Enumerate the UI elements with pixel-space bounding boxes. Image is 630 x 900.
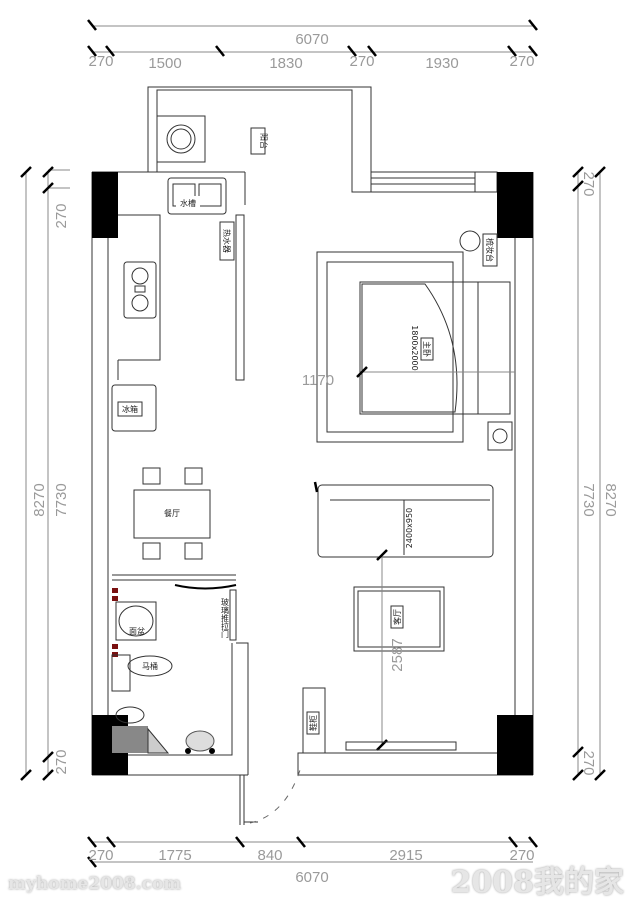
sink: 水槽	[167, 177, 227, 215]
dim-top-seg: 270	[88, 53, 113, 70]
dim-bottom-seg: 270	[88, 847, 113, 864]
bed-size: 1800x2000	[410, 325, 419, 370]
basin-label: 面盆	[129, 626, 145, 636]
dim-left-total: 8270	[31, 483, 48, 516]
svg-text:热水器: 热水器	[222, 229, 232, 253]
dim-bottom-seg: 2915	[389, 847, 422, 864]
master-bedroom: 1800x2000 主卧 梳妆台 1170	[302, 230, 515, 451]
bottom-dimensions: 270 1775 840 2915 270 6070	[87, 836, 538, 886]
dim-right-inner: 7730	[580, 483, 597, 516]
dim-top-seg: 270	[509, 53, 534, 70]
svg-text:冰箱: 冰箱	[122, 404, 138, 414]
toilet-label: 马桶	[142, 661, 158, 671]
dim-top-seg: 1500	[148, 55, 181, 72]
dim-bottom-seg: 840	[257, 847, 282, 864]
sliding-door-label: 玻璃推拉门	[221, 597, 230, 639]
dim-bottom-total: 6070	[295, 869, 328, 886]
dim-bedroom: 1170	[302, 372, 334, 389]
watermark-url: myhome2008.com	[8, 874, 182, 894]
dim-right-top: 270	[580, 171, 597, 196]
dim-bottom-seg: 270	[509, 847, 534, 864]
gas-stove	[123, 261, 157, 319]
shoe-cabinet-label: 鞋柜	[308, 715, 318, 731]
dining-table: 餐厅	[133, 467, 211, 560]
dim-right-total: 8270	[602, 483, 619, 516]
svg-text:阳台: 阳台	[259, 133, 269, 149]
right-dimensions: 7730 8270 270 270	[572, 166, 619, 781]
living-label: 客厅	[392, 609, 402, 625]
left-dimensions: 8270 7730 270 270	[20, 166, 70, 781]
dim-left-bottom: 270	[53, 749, 70, 774]
dresser-label: 梳妆台	[485, 238, 495, 262]
top-dimensions: 6070 270 1500 1830 270 1930 270	[87, 19, 538, 72]
watermark-title: 2008我的家	[450, 865, 625, 900]
balcony-label: 阳台	[250, 127, 269, 155]
bathroom: 面盆 马桶 玻璃推拉门	[111, 584, 237, 754]
dim-top-seg: 1830	[269, 55, 302, 72]
water-heater: 热水器	[219, 221, 235, 261]
walls	[91, 86, 534, 825]
dim-top-seg: 1930	[425, 55, 458, 72]
dining-label: 餐厅	[164, 509, 180, 518]
washing-machine	[156, 115, 206, 163]
fridge: 冰箱	[111, 384, 157, 432]
dim-living: 2587	[389, 638, 406, 671]
sink-label: 水槽	[180, 198, 196, 208]
dim-bottom-seg: 1775	[158, 847, 191, 864]
dim-left-top: 270	[53, 203, 70, 228]
dim-top-total: 6070	[295, 31, 328, 48]
living-room: 2400x950 客厅 2587 鞋柜	[302, 481, 494, 754]
sofa-size: 2400x950	[405, 508, 414, 548]
dim-right-bottom: 270	[580, 750, 597, 775]
dim-top-seg: 270	[349, 53, 374, 70]
dim-left-inner: 7730	[53, 483, 70, 516]
bedroom-label: 主卧	[422, 341, 432, 357]
